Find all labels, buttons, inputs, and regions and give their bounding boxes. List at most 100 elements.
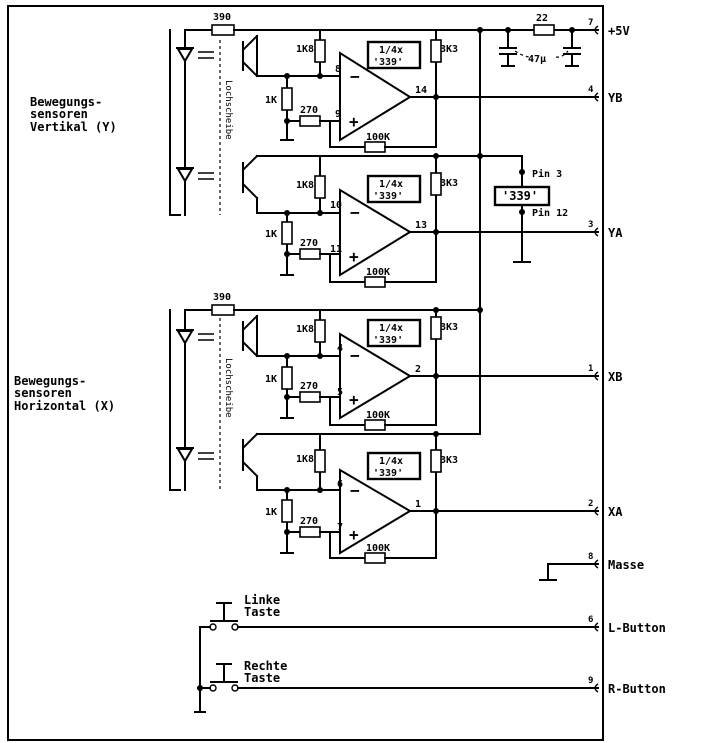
svg-text:390: 390 <box>213 12 231 23</box>
right-bus <box>7 5 604 741</box>
output-label-ya: YA <box>608 226 623 240</box>
svg-text:−: − <box>350 203 360 222</box>
ic-339-power: '339' Pin 3 Pin 12 <box>493 168 568 263</box>
cap-label: 47µ <box>528 54 546 65</box>
svg-text:'339': '339' <box>373 57 403 68</box>
sensor-block-vertical: Lochscheibe 390 <box>169 12 259 216</box>
svg-text:sensoren: sensoren <box>30 107 88 121</box>
svg-text:1K: 1K <box>265 95 277 106</box>
svg-text:4: 4 <box>337 343 343 354</box>
svg-text:3: 3 <box>588 220 593 230</box>
svg-text:Taste: Taste <box>244 605 280 619</box>
svg-text:100K: 100K <box>366 543 390 554</box>
svg-text:1/4x: 1/4x <box>379 179 403 190</box>
ic-note-3 <box>366 451 422 481</box>
comparator-0 <box>339 51 412 142</box>
svg-text:−: − <box>350 481 360 500</box>
ic-note-0 <box>366 40 422 70</box>
svg-text:1/4x: 1/4x <box>379 323 403 334</box>
svg-text:1K: 1K <box>265 507 277 518</box>
svg-text:1K: 1K <box>265 374 277 385</box>
svg-text:270: 270 <box>300 238 318 249</box>
comparator-3 <box>339 468 412 555</box>
svg-text:2: 2 <box>415 364 421 375</box>
svg-text:4: 4 <box>588 85 594 95</box>
svg-text:Vertikal (Y): Vertikal (Y) <box>30 120 117 134</box>
svg-text:−: − <box>350 67 360 86</box>
svg-text:390: 390 <box>213 292 231 303</box>
svg-text:1K8: 1K8 <box>296 44 314 55</box>
stage-1: 1K8 1K 270 100K − + 10 11 13 3K3 1/4x '3… <box>256 153 623 288</box>
svg-text:270: 270 <box>300 516 318 527</box>
svg-text:100K: 100K <box>366 267 390 278</box>
svg-text:Pin 3: Pin 3 <box>532 168 562 180</box>
svg-text:2: 2 <box>588 499 593 509</box>
svg-text:+: + <box>349 112 359 131</box>
svg-text:3K3: 3K3 <box>440 455 458 466</box>
buttons-section: Linke Taste 6 L-Button Rechte Taste 9 R-… <box>194 593 666 713</box>
supply-label: +5V <box>608 24 630 38</box>
svg-text:8: 8 <box>588 552 593 562</box>
stage-0: 1K8 1K 270 100K − + 8 9 14 3K3 1/4x '339… <box>256 29 622 153</box>
svg-text:−: − <box>350 346 360 365</box>
svg-text:1: 1 <box>588 364 593 374</box>
svg-text:6: 6 <box>588 615 593 625</box>
svg-text:10: 10 <box>330 200 342 211</box>
svg-text:Linke: Linke <box>244 593 280 607</box>
svg-text:1K: 1K <box>265 229 277 240</box>
svg-text:'339': '339' <box>502 189 538 203</box>
svg-text:5: 5 <box>337 387 343 398</box>
svg-text:'339': '339' <box>373 335 403 346</box>
svg-text:Taste: Taste <box>244 671 280 685</box>
svg-text:1: 1 <box>415 499 421 510</box>
svg-text:1K8: 1K8 <box>296 180 314 191</box>
svg-text:Bewegungs-: Bewegungs- <box>14 374 86 388</box>
res-22 <box>533 24 555 36</box>
svg-text:sensoren: sensoren <box>14 386 72 400</box>
svg-text:1K8: 1K8 <box>296 324 314 335</box>
supply-section: 22 47µ 7 +5V <box>256 13 630 311</box>
res-22-label: 22 <box>536 13 548 24</box>
output-label-yb: YB <box>608 91 622 105</box>
svg-text:+: + <box>349 390 359 409</box>
svg-text:9: 9 <box>335 109 341 120</box>
comparator-1 <box>339 188 412 277</box>
svg-text:13: 13 <box>415 220 427 231</box>
res-390 <box>211 304 235 316</box>
svg-text:'339': '339' <box>373 468 403 479</box>
svg-text:9: 9 <box>588 676 593 686</box>
svg-text:Lochscheibe: Lochscheibe <box>223 80 233 140</box>
output-label-xa: XA <box>608 505 623 519</box>
svg-text:Lochscheibe: Lochscheibe <box>223 358 233 418</box>
group-label-horizontal: Bewegungs- sensoren Horizontal (X) <box>14 374 115 413</box>
svg-text:+: + <box>349 525 359 544</box>
group-label-vertical: Bewegungs- sensoren Vertikal (Y) <box>30 95 117 134</box>
masse-label: Masse <box>608 558 644 572</box>
svg-text:3K3: 3K3 <box>440 322 458 333</box>
svg-text:7: 7 <box>337 522 343 533</box>
stage-3: 1K8 1K 270 100K − + 6 7 1 3K3 1/4x '339'… <box>256 307 623 564</box>
svg-text:270: 270 <box>300 381 318 392</box>
svg-text:100K: 100K <box>366 132 390 143</box>
svg-text:100K: 100K <box>366 410 390 421</box>
svg-text:Rechte: Rechte <box>244 659 287 673</box>
output-label-xb: XB <box>608 370 622 384</box>
supply-pin: 7 <box>588 18 593 28</box>
svg-text:270: 270 <box>300 105 318 116</box>
svg-text:11: 11 <box>330 244 342 255</box>
svg-text:'339': '339' <box>373 191 403 202</box>
outer-border <box>7 5 604 741</box>
svg-text:1/4x: 1/4x <box>379 45 403 56</box>
sensor-block-horizontal: Lochscheibe 390 <box>169 292 259 491</box>
svg-text:6: 6 <box>337 479 343 490</box>
svg-text:14: 14 <box>415 85 427 96</box>
svg-text:Pin 12: Pin 12 <box>532 207 568 219</box>
stage-2: 1K8 1K 270 100K − + 4 5 2 3K3 1/4x '339'… <box>256 307 622 431</box>
masse-section: 8 Masse <box>539 552 644 581</box>
r-button-label: R-Button <box>608 682 666 696</box>
svg-text:1/4x: 1/4x <box>379 456 403 467</box>
ic-note-1 <box>366 174 422 204</box>
res-390 <box>211 24 235 36</box>
l-button-label: L-Button <box>608 621 666 635</box>
